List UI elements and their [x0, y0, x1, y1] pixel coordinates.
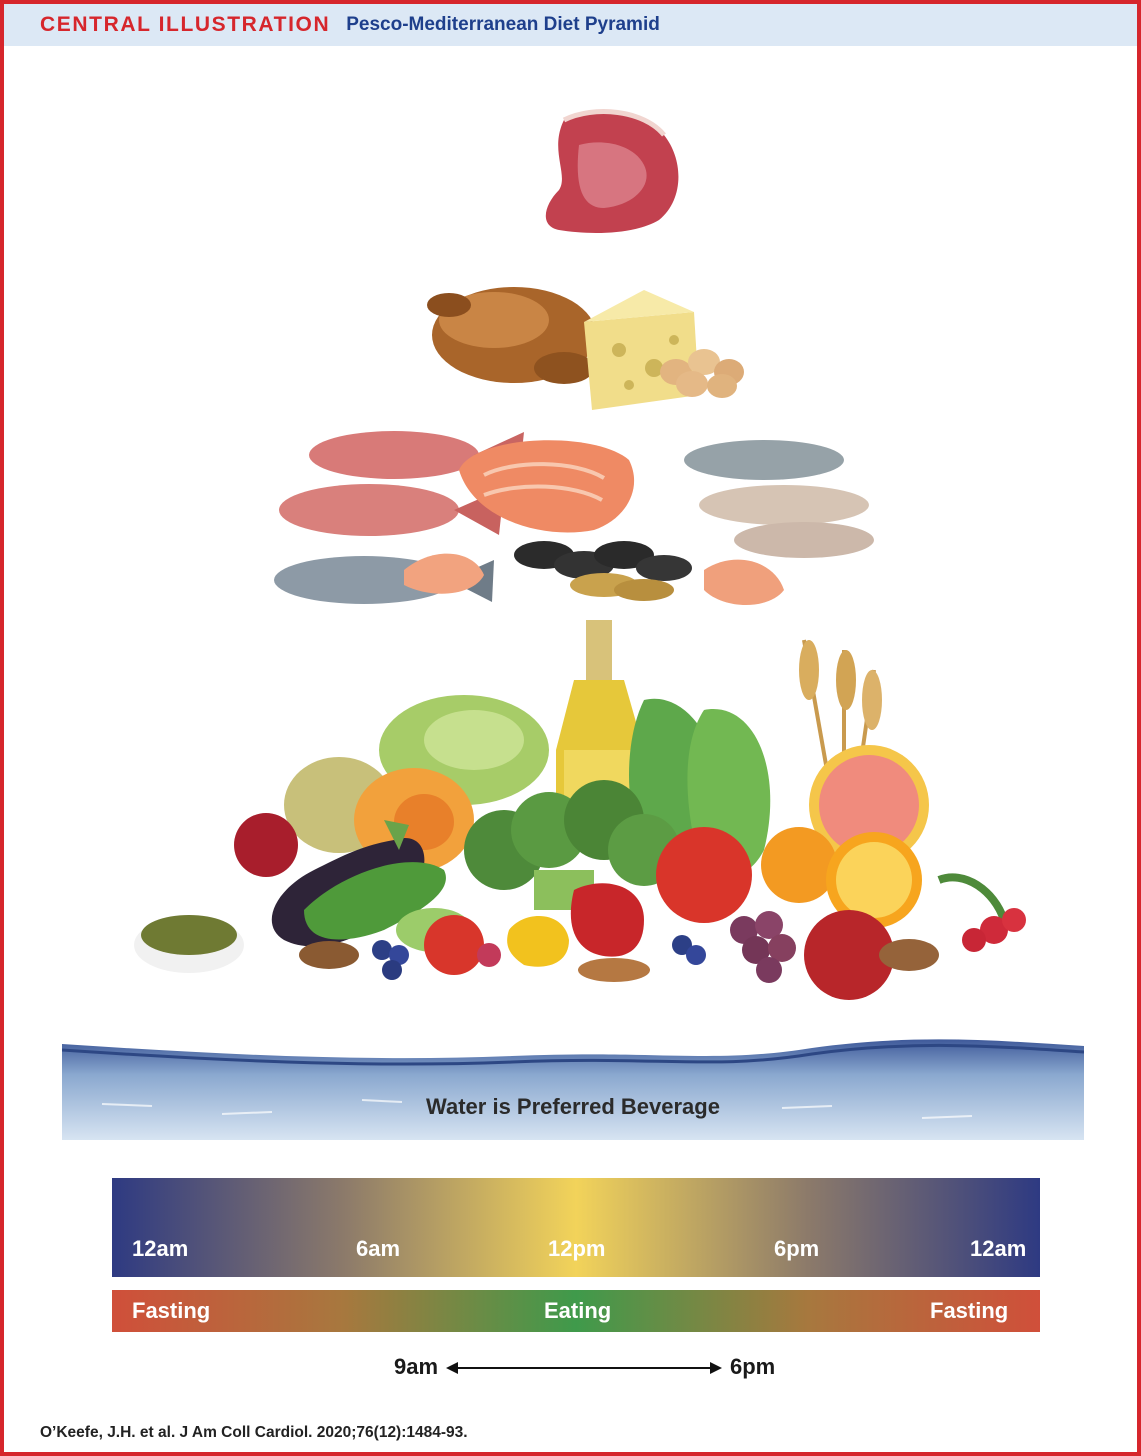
time-label-12pm: 12pm	[548, 1236, 605, 1262]
time-label-6am: 6am	[356, 1236, 400, 1262]
eating-window-start: 9am	[394, 1354, 438, 1380]
radish-icon	[939, 877, 1026, 952]
water-band: Water is Preferred Beverage	[62, 1034, 1084, 1140]
time-label-12am-end: 12am	[970, 1236, 1026, 1262]
time-label-12am-start: 12am	[132, 1236, 188, 1262]
eating-label: Eating	[544, 1298, 611, 1324]
tier-seafood	[274, 431, 874, 605]
time-label-6pm: 6pm	[774, 1236, 819, 1262]
day-gradient-bar: 12am 6am 12pm 6pm 12am	[112, 1178, 1040, 1277]
eating-window-end: 6pm	[730, 1354, 775, 1380]
tier-produce	[134, 620, 1026, 1000]
header-title: Pesco-Mediterranean Diet Pyramid	[346, 14, 660, 36]
red-meat-icon	[546, 112, 679, 233]
tier-meat	[546, 112, 679, 233]
fasting-label-left: Fasting	[132, 1298, 210, 1324]
eating-window: 9am 6pm	[392, 1352, 792, 1386]
double-arrow-icon	[444, 1358, 724, 1378]
fasting-eating-bar: Fasting Eating Fasting	[112, 1290, 1040, 1332]
bell-pepper-icon	[507, 883, 644, 966]
header-label: CENTRAL ILLUSTRATION	[40, 13, 330, 37]
lentils-icon	[134, 915, 244, 973]
grapes-icon	[730, 911, 796, 983]
roast-chicken-icon	[427, 287, 596, 384]
pomegranate-icon	[234, 813, 298, 877]
citation: O’Keefe, J.H. et al. J Am Coll Cardiol. …	[40, 1424, 468, 1442]
water-label: Water is Preferred Beverage	[62, 1094, 1084, 1120]
tier-poultry-dairy	[427, 287, 744, 410]
water-icon	[62, 1034, 1084, 1140]
fasting-label-right: Fasting	[930, 1298, 1008, 1324]
diet-pyramid	[4, 50, 1137, 1000]
mussels-icon	[514, 541, 692, 601]
header-bar: CENTRAL ILLUSTRATION Pesco-Mediterranean…	[4, 4, 1137, 46]
